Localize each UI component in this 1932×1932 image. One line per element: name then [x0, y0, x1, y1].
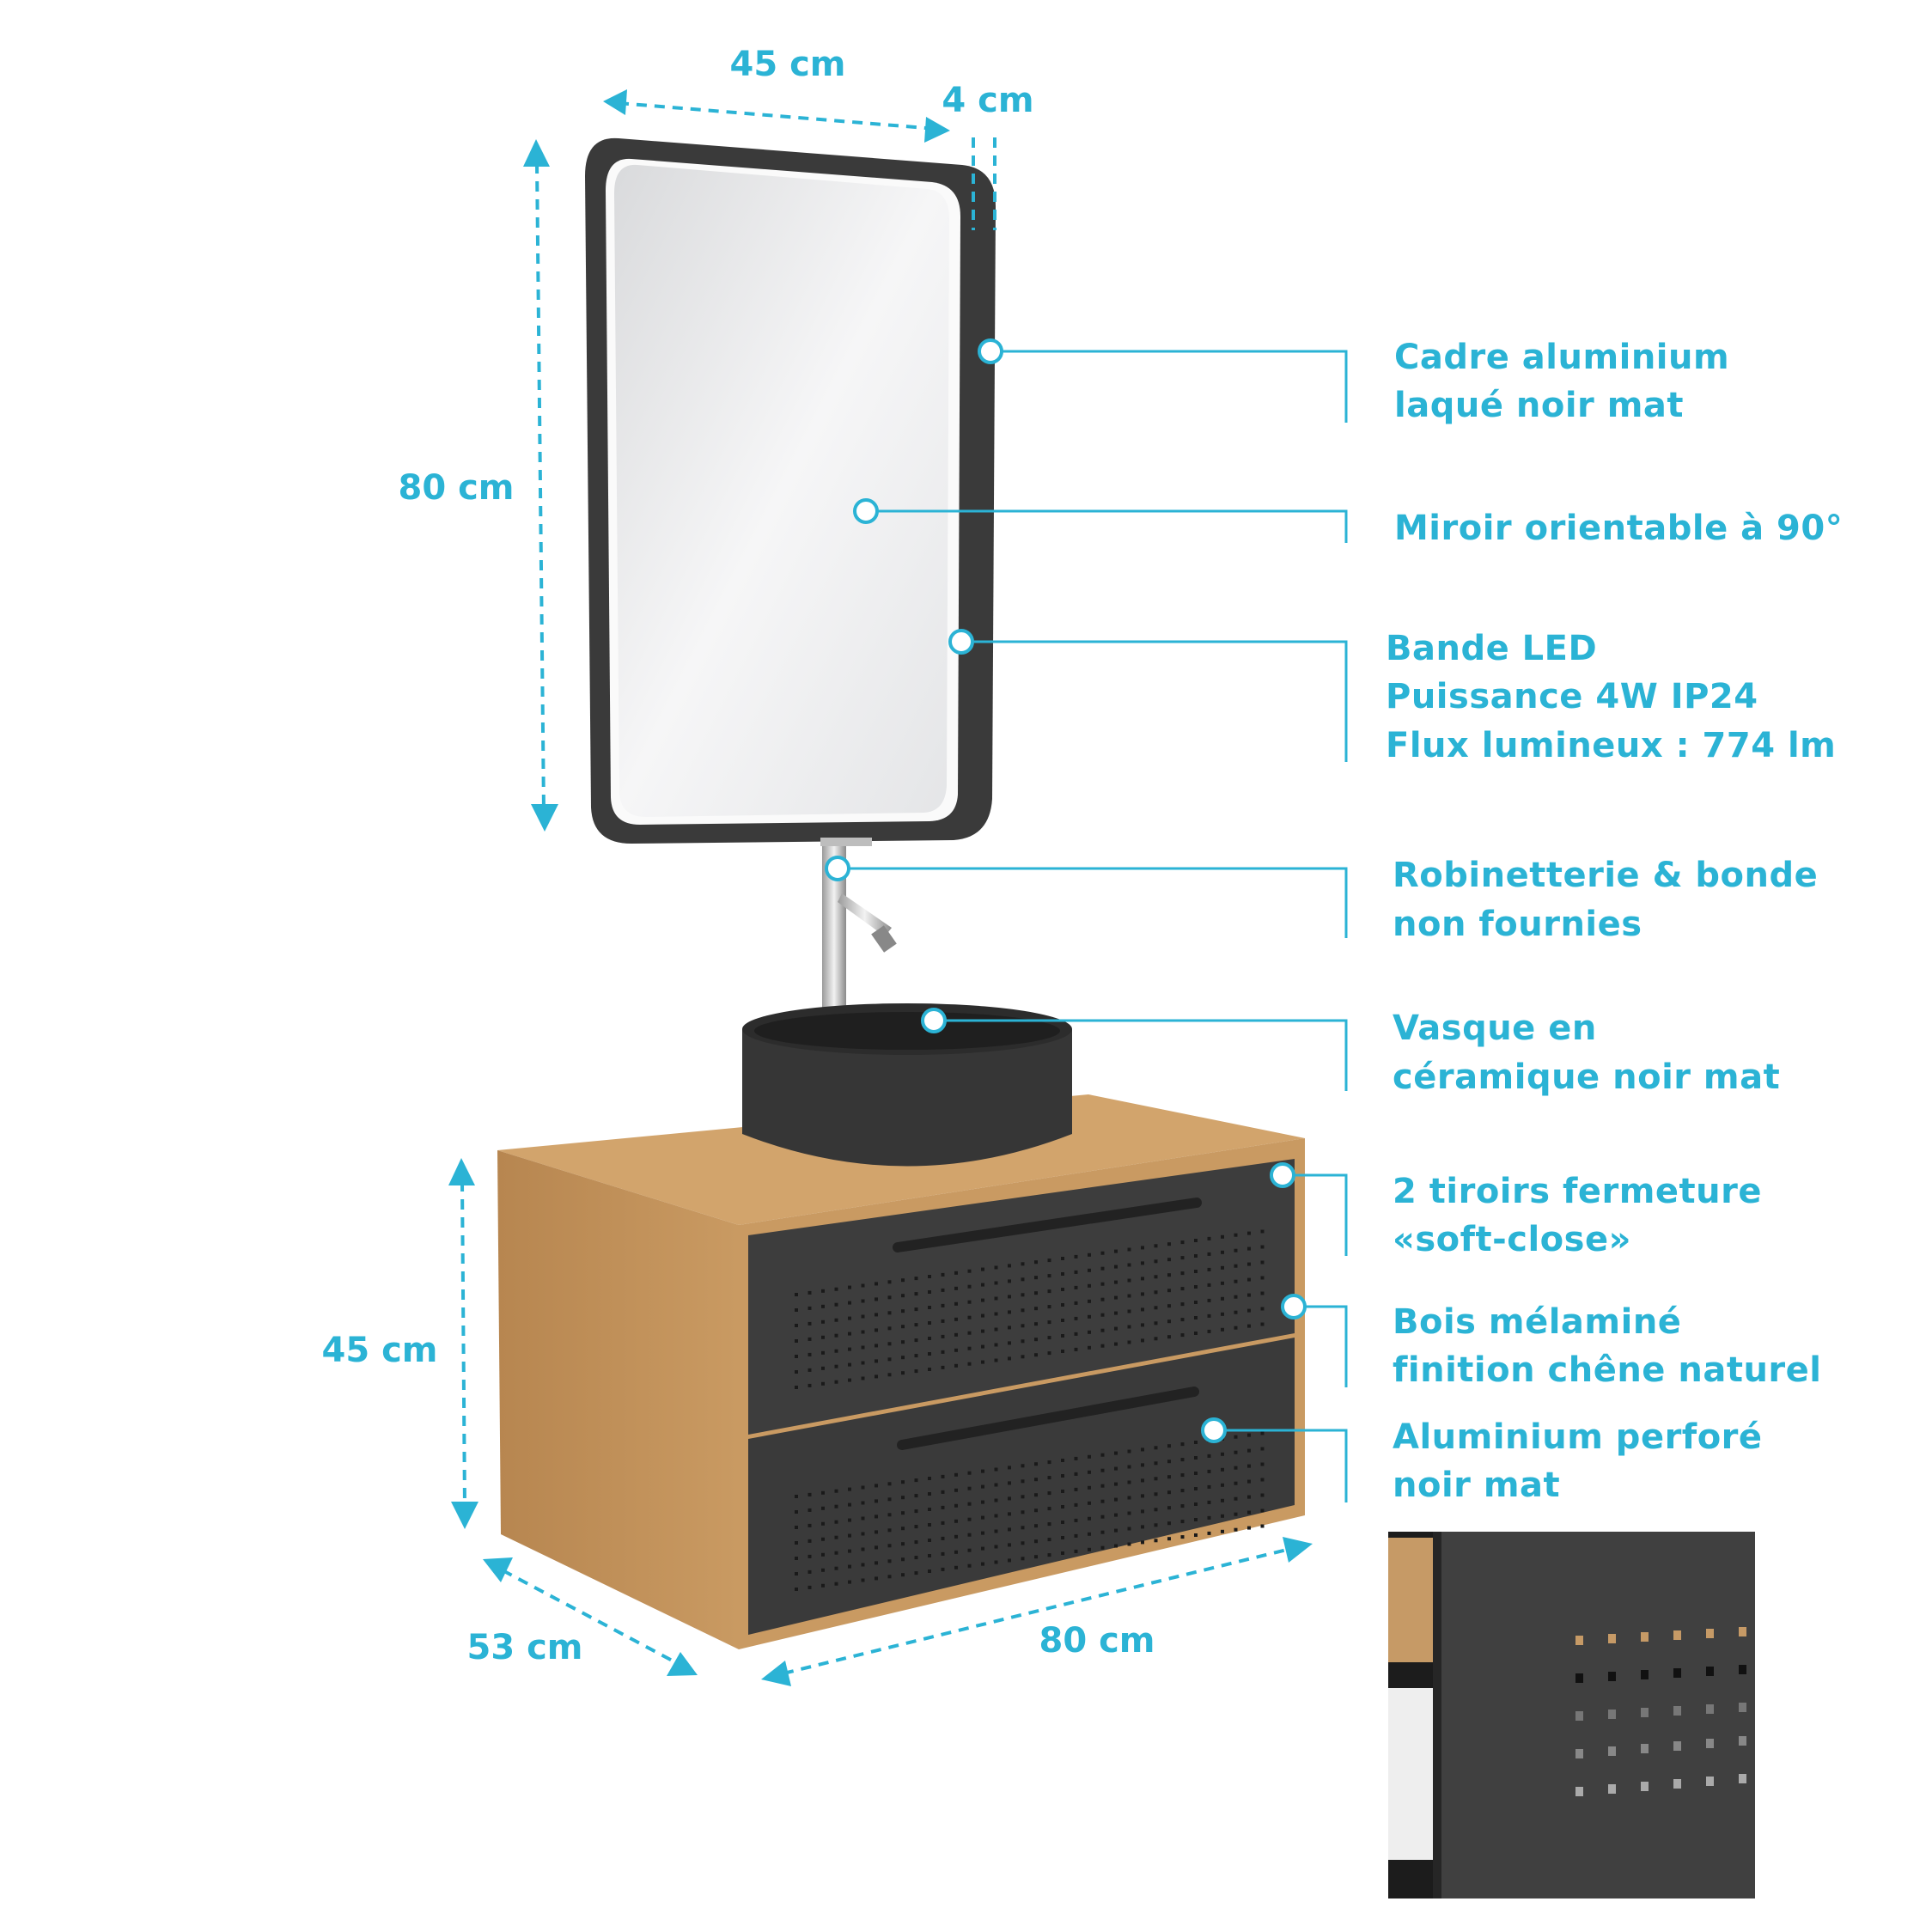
mirror-depth-label: 4 cm [942, 81, 1033, 120]
callout-text: non fournies [1393, 905, 1643, 944]
callout-wood: Bois mélaminé finition chêne naturel [1393, 1302, 1822, 1390]
drawer-handle-bottom[interactable] [897, 1387, 1199, 1450]
mirror-width-label: 45 cm [730, 45, 846, 84]
mirror [585, 137, 996, 844]
callout-text: Cadre aluminium [1394, 338, 1729, 377]
callout-text: «soft-close» [1393, 1220, 1631, 1259]
callout-led: Bande LED Puissance 4W IP24 Flux lumineu… [1386, 629, 1836, 765]
callout-text: Puissance 4W IP24 [1386, 677, 1758, 716]
cabinet [497, 1094, 1305, 1649]
drawer-top[interactable] [748, 1159, 1295, 1435]
drawer-bottom[interactable] [748, 1338, 1295, 1635]
basin [742, 1003, 1072, 1167]
callout-text: céramique noir mat [1393, 1057, 1780, 1097]
callout-text: Robinetterie & bonde [1393, 856, 1818, 895]
drawer-handle-top[interactable] [893, 1198, 1202, 1252]
callout-faucet: Robinetterie & bonde non fournies [1393, 856, 1818, 944]
perforation-pattern [795, 1229, 1265, 1591]
callout-text: Vasque en [1393, 1009, 1597, 1048]
mirror-glass [614, 164, 949, 817]
callout-text: Bande LED [1386, 629, 1597, 668]
callout-leaders [825, 338, 1348, 1502]
cabinet-depth-label: 53 cm [467, 1628, 583, 1667]
callout-text: 2 tiroirs fermeture [1393, 1172, 1762, 1211]
callout-text: Bois mélaminé [1393, 1302, 1681, 1342]
callout-frame: Cadre aluminium laqué noir mat [1394, 338, 1729, 425]
cabinet-width-label: 80 cm [1039, 1621, 1155, 1661]
callout-text: laqué noir mat [1394, 386, 1684, 425]
cabinet-height-label: 45 cm [322, 1331, 438, 1370]
mirror-height-label: 80 cm [399, 468, 515, 508]
callout-text: noir mat [1393, 1466, 1560, 1505]
callout-text: finition chêne naturel [1393, 1350, 1822, 1390]
dimension-arrows [448, 89, 1313, 1686]
callout-text: Aluminium perforé [1393, 1417, 1763, 1457]
callout-text: Miroir orientable à 90° [1394, 509, 1843, 548]
cabinet-side [497, 1150, 739, 1649]
callout-text: Flux lumineux : 774 lm [1386, 726, 1836, 765]
detail-inset [1388, 1532, 1755, 1898]
callout-drawers: 2 tiroirs fermeture «soft-close» [1393, 1172, 1762, 1259]
callout-mirror: Miroir orientable à 90° [1394, 509, 1843, 548]
callout-basin: Vasque en céramique noir mat [1393, 1009, 1780, 1097]
callout-perforated: Aluminium perforé noir mat [1393, 1417, 1763, 1505]
